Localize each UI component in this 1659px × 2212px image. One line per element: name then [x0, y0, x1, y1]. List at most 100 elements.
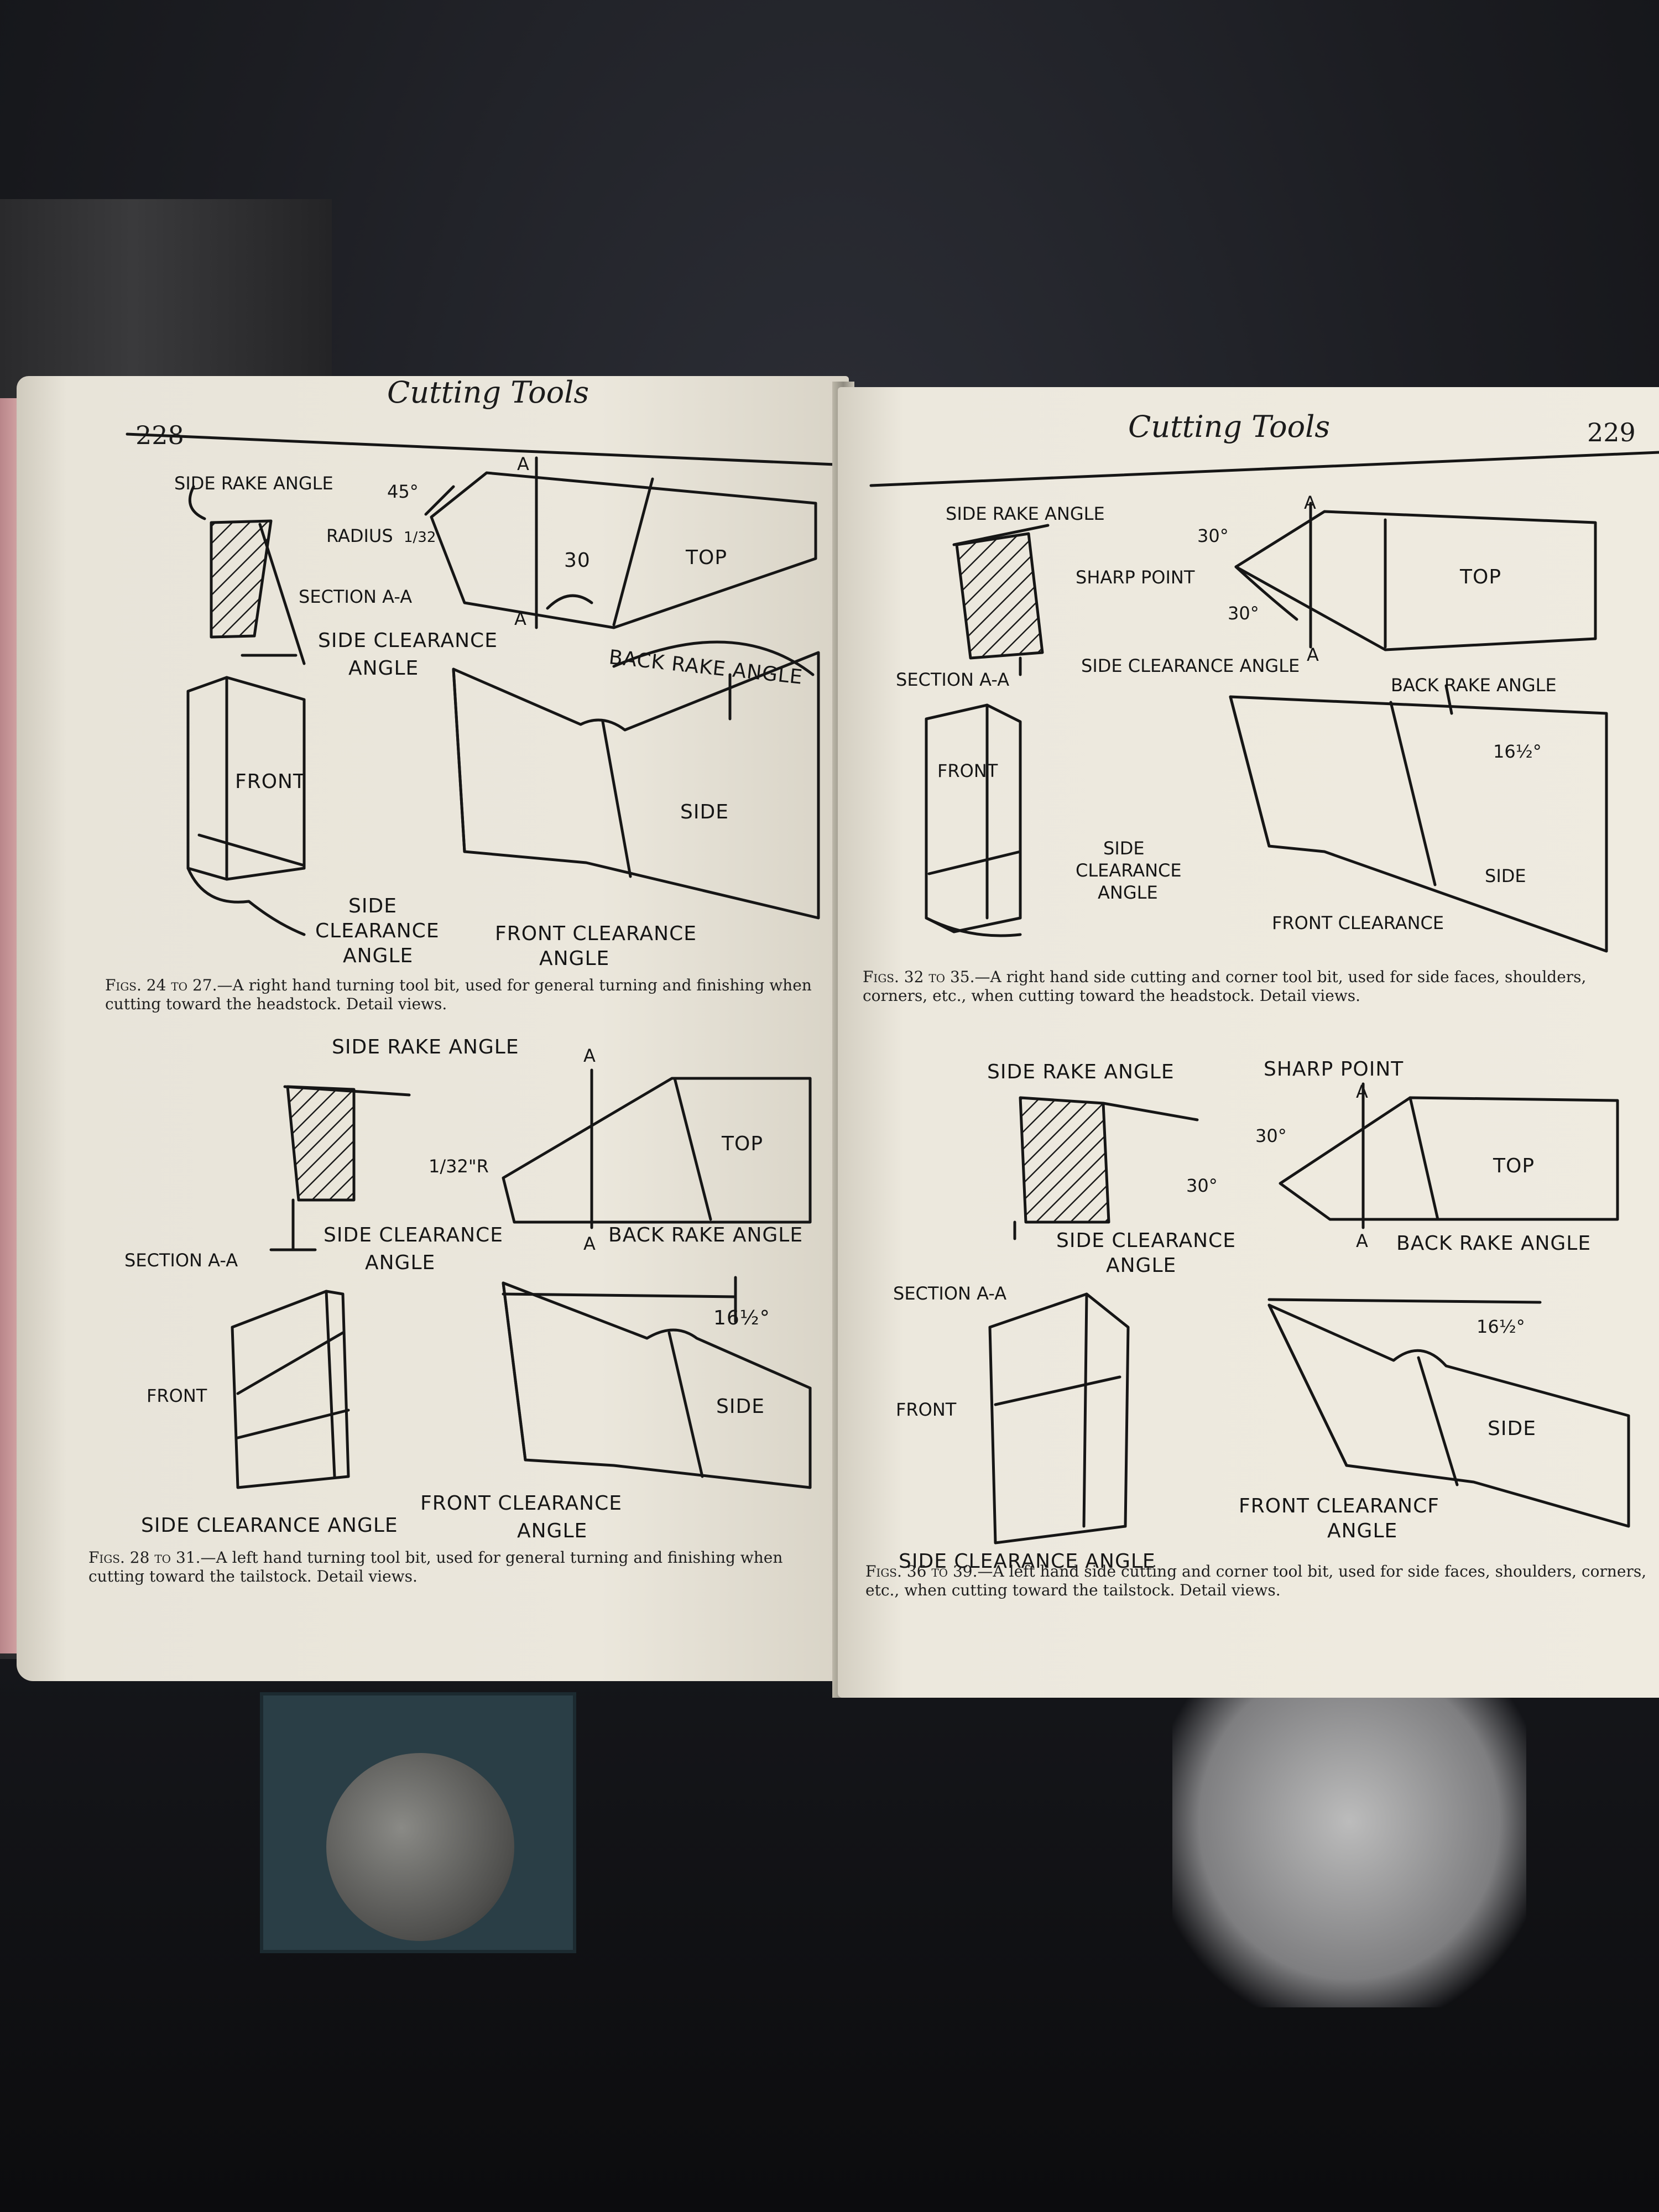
fig32-caption: Figs. 32 to 35.—A right hand side cuttin… — [863, 968, 1653, 1005]
label-16-deg: 16½° — [1493, 741, 1542, 762]
right-page: Cutting Tools 229 — [838, 387, 1659, 1698]
label-angle: ANGLE — [365, 1251, 435, 1274]
label-clearance-2: CLEARANCE — [315, 920, 440, 942]
fig32-side-view — [1229, 684, 1608, 953]
fig24-section-view — [188, 485, 306, 665]
label-a-bottom: A — [583, 1233, 596, 1254]
label-30-top: 30° — [1197, 525, 1229, 546]
label-30-bottom: 30° — [1228, 603, 1259, 624]
fig28-side-view — [502, 1276, 812, 1489]
fig28-labels: SIDE RAKE ANGLE A A 1/32"R TOP SECTION A… — [124, 1036, 803, 1542]
label-angle-3: ANGLE — [539, 947, 609, 970]
label-side-2: SIDE — [348, 895, 397, 917]
label-angle-2: ANGLE — [1327, 1520, 1397, 1542]
label-section-aa: SECTION A-A — [896, 669, 1009, 690]
label-side-2: SIDE — [1103, 838, 1145, 859]
label-angle: ANGLE — [348, 657, 419, 680]
fig32-top-view — [1234, 502, 1597, 651]
right-page-header: Cutting Tools — [1128, 409, 1331, 444]
label-angle-2: ANGLE — [343, 945, 413, 967]
label-side-clearance: SIDE CLEARANCE — [1056, 1229, 1236, 1252]
label-sharp-point: SHARP POINT — [1264, 1058, 1404, 1081]
fig24-caption-text: —A right hand turning tool bit, used for… — [105, 976, 812, 1013]
label-side-rake-angle: SIDE RAKE ANGLE — [987, 1061, 1175, 1083]
label-side: SIDE — [1485, 865, 1526, 886]
fig36-section-view — [1013, 1096, 1199, 1240]
fig36-top-view — [1279, 1082, 1619, 1229]
label-front: FRONT — [896, 1399, 957, 1420]
label-a-bottom: A — [1356, 1230, 1368, 1251]
fig36-caption: Figs. 36 to 39.—A left hand side cutting… — [865, 1562, 1656, 1600]
label-clearance-2: CLEARANCE — [1076, 860, 1182, 881]
fig24-caption-prefix: Figs. 24 to 27. — [105, 976, 217, 994]
fig32-section-view — [952, 524, 1050, 676]
fig28-caption-text: —A left hand turning tool bit, used for … — [88, 1548, 783, 1585]
fig24-side-view — [452, 640, 820, 920]
label-top: TOP — [685, 546, 727, 569]
label-section-aa: SECTION A-A — [299, 586, 412, 607]
label-16-deg: 16½° — [713, 1307, 770, 1329]
label-30: 30 — [564, 549, 591, 572]
left-page-figures: SIDE RAKE ANGLE 45° RADIUS 1/32 SECTION … — [124, 432, 837, 1542]
fig32-front-view — [925, 703, 1022, 937]
fig36-labels: SIDE RAKE ANGLE SHARP POINT A A 30° 30° … — [893, 1058, 1591, 1573]
left-page: Cutting Tools 228 — [17, 375, 849, 1681]
label-side: SIDE — [680, 801, 729, 823]
shop-rag — [1172, 1698, 1526, 2007]
label-front-clearance: FRONT CLEARANCF — [1239, 1495, 1439, 1517]
right-page-number: 229 — [1587, 418, 1636, 447]
fig36-caption-text: —A left hand side cutting and corner too… — [865, 1562, 1647, 1599]
label-45-deg: 45° — [387, 481, 419, 502]
label-radius-value: 1/32 — [404, 529, 436, 546]
label-a-top: A — [1304, 492, 1316, 513]
label-a-bottom: A — [514, 608, 526, 629]
label-top: TOP — [721, 1133, 763, 1155]
label-30-bottom: 30° — [1186, 1175, 1218, 1196]
label-front-clearance: FRONT CLEARANCE — [420, 1492, 622, 1515]
label-front: FRONT — [147, 1385, 207, 1406]
label-top: TOP — [1459, 566, 1501, 588]
label-side-clearance: SIDE CLEARANCE — [318, 629, 498, 652]
fig28-top-view — [502, 1068, 812, 1229]
label-side-clearance: SIDE CLEARANCE — [324, 1224, 503, 1246]
label-front-clearance: FRONT CLEARANCE — [1272, 912, 1444, 933]
label-back-rake-angle: BACK RAKE ANGLE — [1396, 1232, 1591, 1255]
label-top: TOP — [1493, 1155, 1535, 1177]
label-front: FRONT — [235, 770, 306, 793]
fig28-caption-prefix: Figs. 28 to 31. — [88, 1548, 201, 1567]
label-side-clearance-angle: SIDE CLEARANCE ANGLE — [141, 1514, 398, 1537]
fig36-caption-prefix: Figs. 36 to 39. — [865, 1562, 978, 1580]
label-radius: 1/32"R — [429, 1156, 489, 1177]
label-angle: ANGLE — [1106, 1254, 1176, 1277]
label-side-clearance-angle: SIDE CLEARANCE ANGLE — [899, 1550, 1156, 1573]
label-side-rake-angle: SIDE RAKE ANGLE — [174, 473, 333, 494]
fig24-top-view — [424, 456, 817, 629]
right-page-figures: SIDE RAKE ANGLE A A 30° SHARP POINT 30° … — [869, 451, 1659, 1573]
fig28-front-view — [231, 1290, 350, 1489]
fig28-caption: Figs. 28 to 31.—A left hand turning tool… — [88, 1548, 841, 1586]
bolt-head — [326, 1753, 514, 1941]
label-a-top: A — [517, 453, 529, 474]
label-angle-2: ANGLE — [1098, 882, 1158, 903]
label-back-rake-angle: BACK RAKE ANGLE — [608, 1224, 803, 1246]
fig24-front-view — [186, 676, 306, 936]
label-radius: RADIUS — [326, 525, 393, 546]
label-30-top: 30° — [1255, 1125, 1287, 1146]
label-front-clearance: FRONT CLEARANCE — [495, 922, 697, 945]
label-side: SIDE — [716, 1395, 765, 1418]
fig36-side-view — [1267, 1298, 1630, 1528]
fig32-caption-text: —A right hand side cutting and corner to… — [863, 968, 1587, 1005]
label-front: FRONT — [937, 760, 998, 781]
label-a-top: A — [1356, 1081, 1368, 1102]
fig32-labels: SIDE RAKE ANGLE A A 30° SHARP POINT 30° … — [896, 492, 1557, 933]
label-a-bottom: A — [1307, 644, 1319, 665]
label-side-rake-angle: SIDE RAKE ANGLE — [946, 503, 1105, 524]
label-section-aa: SECTION A-A — [893, 1283, 1006, 1304]
label-16-deg: 16½° — [1477, 1316, 1525, 1337]
label-section-aa: SECTION A-A — [124, 1250, 238, 1271]
label-side: SIDE — [1488, 1417, 1536, 1440]
fig36-front-view — [988, 1292, 1130, 1545]
label-a-top: A — [583, 1045, 596, 1066]
left-page-header: Cutting Tools — [387, 375, 589, 410]
